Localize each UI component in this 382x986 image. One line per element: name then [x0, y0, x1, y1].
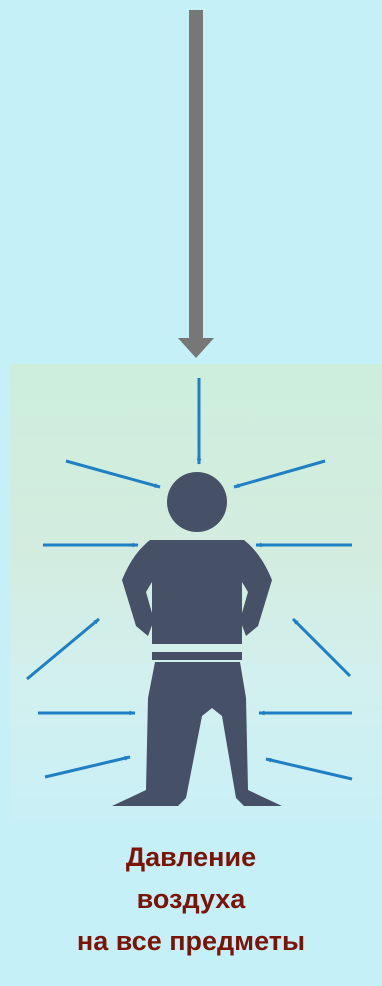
person-icon: [112, 472, 282, 806]
caption: Давление воздуха на все предметы: [0, 836, 382, 962]
down-arrow-icon: [178, 10, 214, 358]
caption-line-3: на все предметы: [0, 920, 382, 962]
caption-line-1: Давление: [0, 836, 382, 878]
caption-line-2: воздуха: [0, 878, 382, 920]
